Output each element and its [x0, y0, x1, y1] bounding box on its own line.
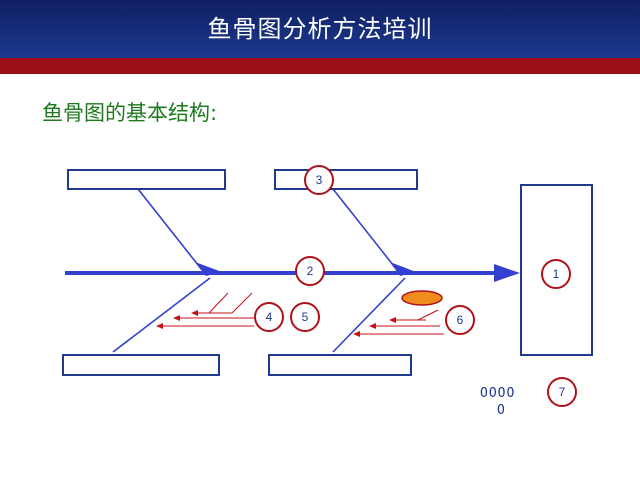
cause-box-top-right	[274, 169, 418, 190]
label-circle-7: 7	[547, 377, 577, 407]
sub-cause-arrow	[417, 309, 439, 321]
sub-cause-arrowhead	[156, 323, 163, 329]
label-circle-6: 6	[445, 305, 475, 335]
page-title: 鱼骨图分析方法培训	[207, 15, 433, 43]
label-circle-4: 4	[254, 302, 284, 332]
lower-bone-right	[332, 277, 406, 353]
upper-bone-left	[137, 188, 203, 271]
upper-bone-left-arrowhead	[195, 262, 222, 276]
sub-cause-arrowhead	[353, 331, 360, 337]
sub-cause-arrowhead	[369, 323, 376, 329]
header-accent-band	[0, 58, 640, 74]
spine-arrowhead	[494, 264, 520, 282]
label-circle-3: 3	[304, 165, 334, 195]
sub-cause-arrowhead	[173, 315, 180, 321]
label-circle-2: 2	[295, 256, 325, 286]
cause-box-bottom-left	[62, 354, 220, 376]
lower-bone-left	[112, 277, 211, 353]
sub-cause-arrow	[231, 292, 253, 314]
sub-cause-arrowhead	[389, 317, 396, 323]
header-bar	[0, 0, 640, 58]
sub-cause-arrow	[208, 292, 229, 314]
ellipsis-row-2: O	[497, 403, 506, 418]
label-circle-5: 5	[290, 302, 320, 332]
cause-box-bottom-right	[268, 354, 412, 376]
section-subtitle: 鱼骨图的基本结构:	[42, 101, 218, 125]
ellipsis-row-1: OOOO	[480, 386, 516, 401]
cause-box-top-left	[67, 169, 226, 190]
upper-bone-right-arrowhead	[390, 262, 416, 276]
highlight-ellipse	[401, 290, 443, 306]
label-circle-1: 1	[541, 259, 571, 289]
upper-bone-right	[332, 188, 398, 271]
sub-cause-arrowhead	[191, 310, 198, 316]
